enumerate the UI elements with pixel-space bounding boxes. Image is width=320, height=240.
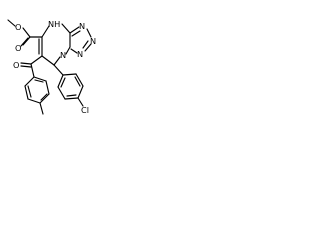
methyl-substituent-bond <box>39 102 44 115</box>
ring-bond-c7-c6 <box>41 55 55 66</box>
tetrazole-bond-4 <box>70 48 78 54</box>
methyl-bond <box>7 19 16 27</box>
carbonyl-double-bond <box>20 37 29 47</box>
ring-bond-c6-n <box>41 25 50 38</box>
ring-bond-n-c7 <box>53 56 61 66</box>
tolyl-bond-3 <box>27 98 41 104</box>
tetrazole-bond-1 <box>69 26 80 34</box>
tetrazole-bond-3 <box>84 43 92 52</box>
tolyl-bond-1 <box>24 76 35 87</box>
ester-group <box>7 19 43 47</box>
tolyl-double-2 <box>40 93 48 101</box>
tetrazole-bond-2 <box>86 28 92 38</box>
tolyl-bond-2 <box>24 85 29 100</box>
tetrazole-ring <box>69 26 92 54</box>
cp-bond-3 <box>77 85 84 99</box>
benzoyl-group <box>20 55 50 115</box>
chlorine-label: Cl <box>81 105 89 115</box>
structure-diagram: O O NH N N N N O Cl <box>7 19 96 115</box>
cp-bond-6 <box>57 74 64 88</box>
nh-label: NH <box>48 19 60 29</box>
tolyl-double-3 <box>34 79 44 83</box>
molecule-canvas: O O NH N N N N O Cl <box>0 0 107 147</box>
ketone-c-bond <box>30 55 43 65</box>
cp-bond-4 <box>64 97 79 100</box>
ester-o-bond <box>22 27 31 38</box>
ketone-o-bond <box>20 62 32 65</box>
cp-double-3 <box>60 77 66 88</box>
aryl-link-bond <box>30 63 35 78</box>
chlorophenyl-group <box>53 64 84 107</box>
ketone-double-bond <box>20 65 32 68</box>
cp-double-2 <box>66 94 77 97</box>
tetrazole-n3-label: N <box>77 49 83 59</box>
cp-bond-2 <box>75 73 84 87</box>
cp-bond-1 <box>62 73 77 76</box>
tetrazole-double-1 <box>71 30 81 37</box>
cp-double-1 <box>74 76 81 87</box>
tetrazole-double-3 <box>82 40 89 49</box>
chloro-bond <box>77 97 84 107</box>
tolyl-bond-4 <box>39 93 50 104</box>
tolyl-bond-5 <box>45 80 50 95</box>
tetrazole-n2-label: N <box>90 36 96 46</box>
tetrazole-n1-label: N <box>79 21 85 31</box>
carbonyl-oxygen-label: O <box>15 43 21 53</box>
cp-bond-5 <box>57 86 66 100</box>
ring-bond-c-n <box>65 46 71 55</box>
carbonyl-bond <box>22 36 31 46</box>
tolyl-double-1 <box>27 85 32 98</box>
chlorophenyl-link-bond <box>53 64 64 76</box>
ring-bond-n-c <box>61 23 71 34</box>
ketone-oxygen-label: O <box>13 60 19 70</box>
ring-n4-label: N <box>60 50 66 60</box>
tolyl-bond-6 <box>33 76 47 82</box>
ester-oxygen-label: O <box>15 22 21 32</box>
pyrimidine-ring <box>38 23 71 66</box>
